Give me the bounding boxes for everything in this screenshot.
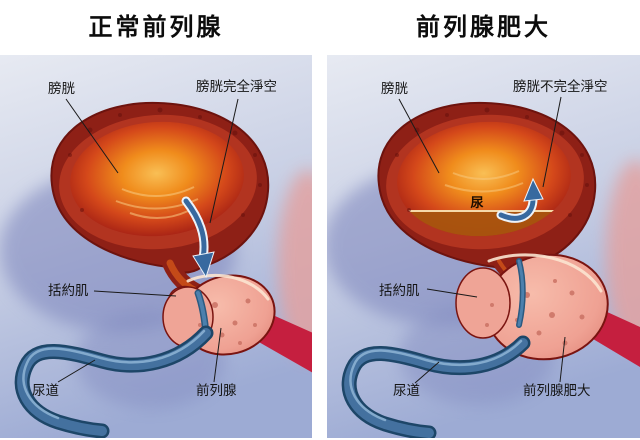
right-panel-title: 前列腺肥大 [416,14,551,41]
bladder-folds [444,170,524,193]
body-tissue-band [278,170,312,360]
bladder-interior [70,121,244,237]
pointer-lines [398,96,566,384]
emptying-pointer-line [209,98,239,224]
urethra-pointer-line [414,361,440,384]
bladder [50,101,270,301]
bladder-pointer-line [65,98,119,174]
prostate-highlight [186,273,270,301]
sphincter-pointer-line [93,290,177,297]
enlarged-prostate-illustration: 膀胱 膀胱不完全淨空 尿 括約肌 尿道 前列腺肥大 [327,55,640,438]
prostate-label: 前列腺 [196,382,237,398]
urine-flow-arrow [181,196,215,279]
bladder-label: 膀胱 [381,80,408,96]
prostate-pointer-line [559,336,566,383]
urethra-tube [14,325,214,438]
sphincter-label: 括約肌 [48,283,89,298]
emptying-label: 膀胱不完全淨空 [513,78,608,94]
urethra-label: 尿道 [393,383,420,398]
pointer-lines [57,98,239,383]
sphincter-pointer-line [426,288,478,298]
urine-label: 尿 [470,195,483,210]
urethra-pointer-line [57,359,96,383]
bladder-texture [68,107,262,217]
urethra-label: 尿道 [32,383,59,398]
prostate-label: 前列腺肥大 [523,382,591,398]
bladder [377,101,597,292]
sphincter-label: 括約肌 [379,283,420,298]
urine-retention-arrow [496,177,544,223]
normal-prostate-illustration: 膀胱 膀胱完全淨空 括約肌 尿道 前列腺 [0,55,312,438]
urethra-channel [517,259,525,327]
bladder-pointer-line [398,98,440,174]
urethra-tube [341,335,531,438]
prostate [455,253,609,361]
prostate-pointer-line [213,327,222,383]
emptying-pointer-line [542,96,562,188]
body-tissue-band [606,160,640,350]
prostate-highlight [487,253,603,293]
bladder-texture [395,107,589,217]
prostate-left-lobe [455,267,511,339]
left-panel-title: 正常前列腺 [88,14,224,41]
bladder-label: 膀胱 [48,80,75,96]
emptying-label: 膀胱完全淨空 [196,78,277,94]
